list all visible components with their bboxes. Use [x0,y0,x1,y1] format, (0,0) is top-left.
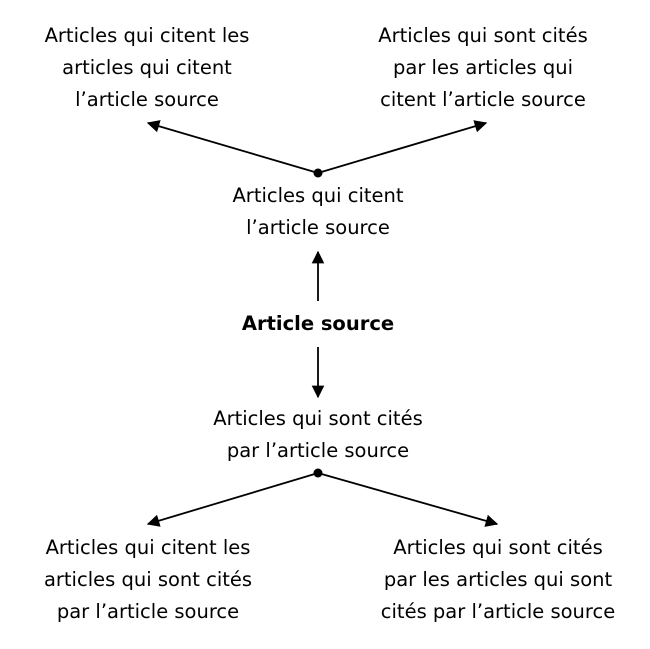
arrow-to-bottom-left [146,472,319,527]
node-line: Articles qui citent les [45,536,251,559]
node-line: Articles qui sont cités [213,407,423,430]
node-cited-articles: Articles qui sont cités par l’article so… [188,403,448,467]
node-citing-articles: Articles qui citent l’article source [198,180,438,244]
node-line: Articles qui sont cités [393,536,603,559]
node-source-article: Article source [198,308,438,340]
node-line: citent l’article source [380,88,586,111]
node-citing-of-citing: Articles qui citent les articles qui cit… [17,20,277,116]
node-line: cités par l’article source [380,600,616,623]
node-line: par les articles qui [393,56,573,79]
node-cited-by-cited: Articles qui sont cités par les articles… [352,532,644,628]
node-citing-of-cited: Articles qui citent les articles qui son… [17,532,279,628]
node-line: Articles qui sont cités [378,24,588,47]
source-label: Article source [241,312,395,335]
node-line: articles qui sont cités [43,568,253,591]
node-line: par l’article source [56,600,240,623]
node-line: par l’article source [226,439,410,462]
node-line: par les articles qui sont [383,568,613,591]
node-line: articles qui citent [62,56,232,79]
node-line: Articles qui citent [232,184,404,207]
node-line: l’article source [75,88,219,111]
node-line: l’article source [246,216,390,239]
node-cited-by-citing: Articles qui sont cités par les articles… [352,20,614,116]
node-line: Articles qui citent les [44,24,250,47]
arrow-to-top-left [146,120,319,174]
arrow-to-top-right [317,120,488,174]
arrow-to-bottom-right [317,472,499,527]
